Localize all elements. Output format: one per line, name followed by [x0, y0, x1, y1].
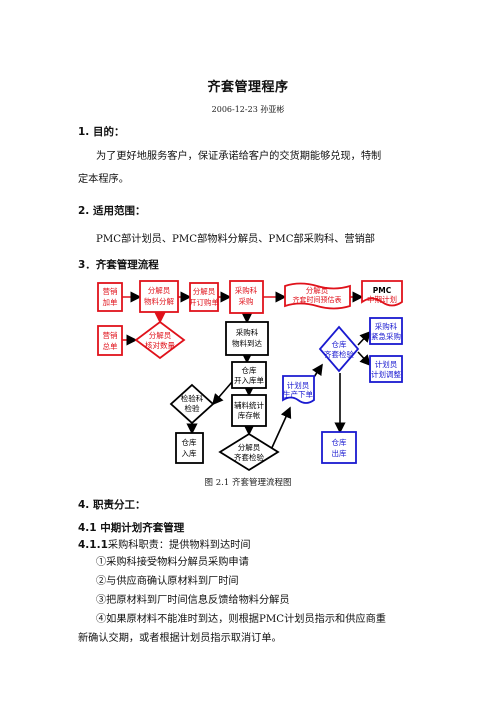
section-4-heading: 4. 职责分工：: [78, 499, 146, 511]
label-ckkr-a: 仓库: [242, 365, 257, 375]
node-marketing-total-order: [97, 325, 123, 356]
section-4-1-heading: 4.1 中期计划齐套管理: [78, 522, 185, 534]
section-2-text: PMC部计划员、PMC部物料分解员、PMC部采购科、营销部: [96, 234, 375, 245]
node-purchasing-urgent: [369, 317, 403, 345]
label-fjy4-b: 核对数量: [145, 340, 175, 350]
label-fjy1-a: 分解员: [148, 285, 171, 295]
node-warehouse-receipt: [231, 361, 267, 389]
label-yx1-a: 营销: [103, 286, 118, 296]
label-fl-b: 库存帐: [238, 410, 261, 420]
label-ckck-b: 出库: [332, 448, 347, 458]
duty-item-3: ③把原材料到厂时间信息反馈给物料分解员: [96, 595, 290, 606]
label-cgk1-b: 采购: [239, 296, 254, 306]
node-warehouse-stock-out: [321, 431, 357, 464]
duty-item-2: ②与供应商确认原材料到厂时间: [96, 576, 239, 587]
label-jyk-b: 检验: [185, 403, 200, 413]
node-decomposer-check-qty: [134, 320, 186, 360]
label-ckrk-b: 入库: [182, 448, 197, 458]
label-ckqt-b: 齐套检验: [324, 349, 354, 359]
label-fjy5-b: 齐套检验: [234, 452, 264, 462]
duty-item-4-line2: 新确认交期，或者根据计划员指示取消订单。: [78, 633, 282, 644]
label-fjy4-a: 分解员: [149, 330, 172, 340]
label-jhy1-b: 生产下单: [283, 389, 313, 399]
label-yx2-b: 总单: [103, 341, 118, 351]
node-pmc-midterm-plan: [361, 280, 403, 307]
node-planner-adjust: [369, 355, 403, 383]
section-4-1-1: 4.1.1采购科职责：提供物料到达时间: [78, 536, 251, 551]
label-jhy2-b: 计划调整: [371, 369, 401, 379]
node-planner-production: [282, 375, 315, 404]
node-decomposer-purchase-order: [189, 282, 219, 312]
node-warehouse-stock-in: [175, 432, 204, 464]
label-ckkr-b: 开入库单: [234, 375, 264, 385]
label-fjy3-a: 分解员: [306, 285, 329, 295]
node-auxiliary-stock: [231, 394, 267, 427]
section-4-1-1-number: 4.1.1: [78, 539, 108, 551]
label-fjy2-b: 开订购单: [189, 297, 219, 307]
label-yx1-b: 加单: [103, 297, 118, 307]
label-fjy3-b: 齐套时间预估表: [293, 295, 342, 304]
label-cgk1-a: 采购科: [235, 285, 258, 295]
label-ckqt-a: 仓库: [332, 339, 347, 349]
label-fjy5-a: 分解员: [238, 442, 261, 452]
figure-caption: 图 2.1 齐套管理流程图: [204, 478, 292, 488]
label-jyk-a: 检验科: [181, 393, 204, 403]
node-decomposer-material: [139, 280, 179, 313]
section-1-text-line1: 为了更好地服务客户，保证承诺给客户的交货期能够兑现，特制: [96, 151, 382, 162]
section-1-text-line2: 定本程序。: [78, 174, 129, 185]
duty-item-4-line1: ④如果原材料不能准时到达，则根据PMC计划员指示和供应商重: [96, 614, 386, 625]
label-fjy1-b: 物料分解: [144, 296, 174, 306]
document-title: 齐套管理程序: [207, 80, 289, 95]
node-inspection: [169, 383, 215, 425]
label-jhy1-a: 计划员: [287, 380, 310, 390]
section-1-heading: 1. 目的：: [78, 126, 125, 138]
duty-item-1: ①采购科接受物料分解员采购申请: [96, 557, 249, 568]
node-marketing-add-order: [97, 282, 123, 312]
label-cgk3-a: 采购科: [375, 321, 398, 331]
section-3-heading: 3．齐套管理流程: [78, 259, 159, 271]
label-cgk3-b: 紧急采购: [371, 331, 401, 341]
section-4-1-1-text: 采购科职责：提供物料到达时间: [107, 540, 251, 551]
label-fjy2-a: 分解员: [193, 286, 216, 296]
section-2-heading: 2. 适用范围：: [78, 205, 146, 217]
label-cgk2-b: 物料到达: [232, 338, 262, 348]
label-ckrk-a: 仓库: [182, 437, 197, 447]
label-fl-a: 辅料统计: [234, 400, 264, 410]
label-cgk2-a: 采购科: [236, 327, 259, 337]
node-decomposer-schedule: [284, 282, 351, 310]
document-date-author: 2006-12-23 孙亚彬: [211, 105, 285, 114]
node-purchasing-arrival: [225, 321, 269, 356]
node-warehouse-kit-check: [318, 325, 360, 373]
node-decomposer-kit-check: [218, 432, 280, 472]
label-yx2-a: 营销: [103, 330, 118, 340]
node-purchasing-purchase: [229, 280, 264, 314]
label-ckck-a: 仓库: [332, 437, 347, 447]
label-pmc-b: 中期计划: [367, 294, 397, 304]
label-pmc-a: PMC: [373, 286, 392, 295]
label-jhy2-a: 计划员: [375, 359, 398, 369]
